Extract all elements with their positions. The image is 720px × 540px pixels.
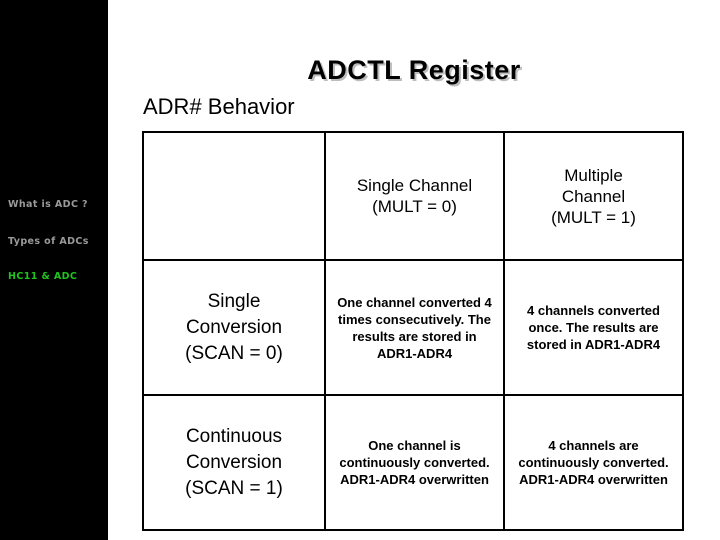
row-header-line: (SCAN = 0) [185,342,283,364]
row-header-line: (SCAN = 1) [185,477,283,499]
column-header-line: Channel [561,186,626,206]
column-header-line: (MULT = 0) [372,197,457,216]
column-header-single-channel: Single Channel (MULT = 0) [324,131,505,261]
cell-single-conversion-multiple-channel: 4 channels converted once. The results a… [503,259,684,396]
row-header-single-conversion: Single Conversion (SCAN = 0) [142,259,326,396]
row-header-line: Conversion [185,316,283,338]
row-header-continuous-conversion: Continuous Conversion (SCAN = 1) [142,394,326,531]
cell-continuous-conversion-single-channel: One channel is continuously converted. A… [324,394,505,531]
row-header-line: Continuous [185,425,283,447]
table-corner-cell [142,131,326,261]
sidebar-nav: What is ADC ? Types of ADCs HC11 & ADC [0,0,108,540]
cell-single-conversion-single-channel: One channel converted 4 times consecutiv… [324,259,505,396]
sidebar-item-what-is-adc[interactable]: What is ADC ? [8,199,88,210]
table-row: Continuous Conversion (SCAN = 1) One cha… [142,394,684,531]
sidebar-item-hc11-and-adc[interactable]: HC11 & ADC [8,271,78,282]
column-header-line: (MULT = 1) [551,207,636,227]
table-row: Single Conversion (SCAN = 0) One channel… [142,259,684,396]
table-header-row: Single Channel (MULT = 0) Multiple Chann… [142,131,684,261]
adctl-behavior-table: Single Channel (MULT = 0) Multiple Chann… [142,131,684,531]
sidebar-item-types-of-adcs[interactable]: Types of ADCs [8,236,89,247]
row-header-line: Conversion [185,451,283,473]
cell-continuous-conversion-multiple-channel: 4 channels are continuously converted. A… [503,394,684,531]
row-header-line: Single [207,290,261,312]
page-subtitle: ADR# Behavior [143,94,295,119]
column-header-line: Multiple [564,165,623,185]
column-header-multiple-channel: Multiple Channel (MULT = 1) [503,131,684,261]
page-title: ADCTL Register [307,55,521,85]
column-header-line: Single Channel [356,176,473,195]
